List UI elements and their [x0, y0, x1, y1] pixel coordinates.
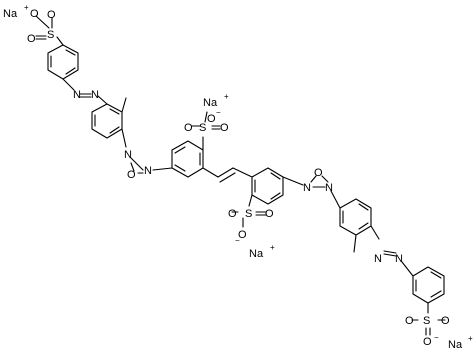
charge-minus-1: − [216, 108, 221, 117]
oxygen-label: O [265, 208, 274, 220]
oxygen-label: O [27, 33, 36, 45]
oxygen-label: O [184, 122, 193, 134]
charge-plus-1: + [24, 3, 29, 12]
sodium-label-2: Na [203, 97, 218, 109]
sulfur-label: S [423, 315, 430, 327]
nitrogen-label: N [374, 253, 382, 265]
nitrogen-label: N [303, 182, 311, 194]
atom-labels: Na + O O S O N N Na + O − O S O N O N O … [3, 3, 473, 351]
oxygen-label: O [127, 169, 136, 181]
nitrogen-label: N [124, 149, 132, 161]
oxygen-label: O [314, 167, 323, 179]
charge-plus-3: + [270, 243, 275, 252]
oxygen-label: O [30, 8, 39, 20]
oxygen-label: O [423, 336, 432, 348]
sodium-label-3: Na [249, 248, 264, 260]
sodium-label-1: Na [3, 8, 18, 20]
sulfur-label: S [245, 208, 252, 220]
nitrogen-label: N [395, 253, 403, 265]
oxygen-label: O [441, 315, 450, 327]
sodium-label-4: Na [448, 339, 463, 351]
charge-plus-2: + [224, 92, 229, 101]
oxygen-label: O [228, 208, 237, 220]
oxygen-label: O [207, 113, 216, 125]
nitrogen-label: N [91, 89, 99, 101]
charge-plus-4: + [468, 334, 473, 343]
oxygen-label: O [405, 315, 414, 327]
oxygen-label: O [238, 229, 247, 241]
bond-lines [35, 15, 446, 336]
sulfur-label: S [199, 122, 206, 134]
nitrogen-label: N [325, 182, 333, 194]
oxygen-label: O [47, 9, 56, 21]
nitrogen-label: N [144, 165, 152, 177]
charge-minus-3: − [434, 333, 439, 342]
oxygen-label: O [220, 122, 229, 134]
nitrogen-label: N [73, 89, 81, 101]
sulfur-label: S [47, 29, 54, 41]
charge-minus-2: − [235, 236, 240, 245]
